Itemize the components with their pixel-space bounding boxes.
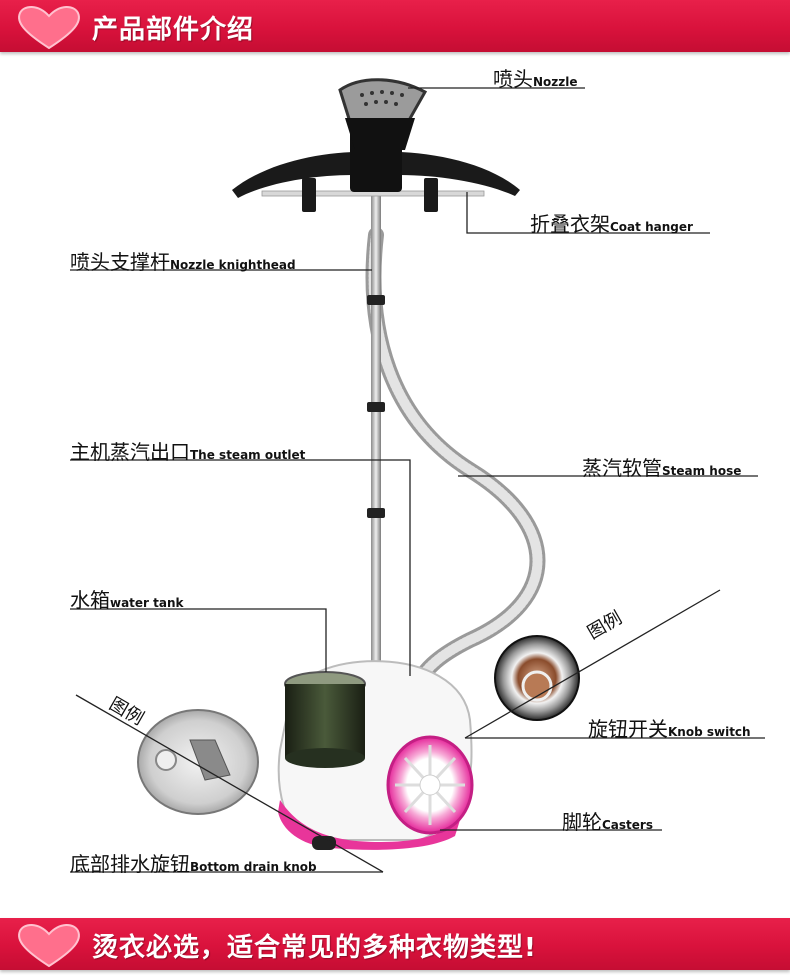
footer-banner: 烫衣必选，适合常见的多种衣物类型! <box>0 918 790 970</box>
label-drain-knob-zh: 底部排水旋钮 <box>70 852 190 876</box>
page-title: 产品部件介绍 <box>92 15 255 45</box>
label-knob-switch: 旋钮开关Knob switch <box>588 713 751 742</box>
label-coat-hanger-zh: 折叠衣架 <box>530 212 610 236</box>
label-coat-hanger-en: Coat hanger <box>610 220 693 234</box>
label-knob-switch-en: Knob switch <box>668 725 751 739</box>
label-drain-knob: 底部排水旋钮Bottom drain knob <box>70 848 317 877</box>
label-steam-hose: 蒸汽软管Steam hose <box>582 452 741 481</box>
label-steam-outlet-zh: 主机蒸汽出口 <box>70 440 190 464</box>
label-nozzle: 喷头Nozzle <box>493 63 578 92</box>
label-casters: 脚轮Casters <box>562 806 653 835</box>
label-nozzle-en: Nozzle <box>533 75 578 89</box>
label-steam-hose-en: Steam hose <box>662 464 742 478</box>
header-banner: 产品部件介绍 <box>0 0 790 52</box>
label-nozzle-knighthead-en: Nozzle knighthead <box>170 258 296 272</box>
label-nozzle-knighthead-zh: 喷头支撑杆 <box>70 250 170 274</box>
label-knob-switch-zh: 旋钮开关 <box>588 717 668 741</box>
label-nozzle-knighthead: 喷头支撑杆Nozzle knighthead <box>70 246 296 275</box>
label-drain-knob-en: Bottom drain knob <box>190 860 317 874</box>
label-steam-outlet-en: The steam outlet <box>190 448 306 462</box>
label-nozzle-zh: 喷头 <box>493 67 533 91</box>
heart-icon <box>18 6 80 50</box>
label-water-tank-zh: 水箱 <box>70 588 110 612</box>
heart-icon <box>18 924 80 968</box>
label-water-tank: 水箱water tank <box>70 584 184 613</box>
label-casters-zh: 脚轮 <box>562 810 602 834</box>
label-steam-outlet: 主机蒸汽出口The steam outlet <box>70 436 305 465</box>
label-steam-hose-zh: 蒸汽软管 <box>582 456 662 480</box>
label-water-tank-en: water tank <box>110 596 184 610</box>
label-coat-hanger: 折叠衣架Coat hanger <box>530 208 693 237</box>
label-casters-en: Casters <box>602 818 653 832</box>
footer-slogan: 烫衣必选，适合常见的多种衣物类型! <box>92 933 537 963</box>
